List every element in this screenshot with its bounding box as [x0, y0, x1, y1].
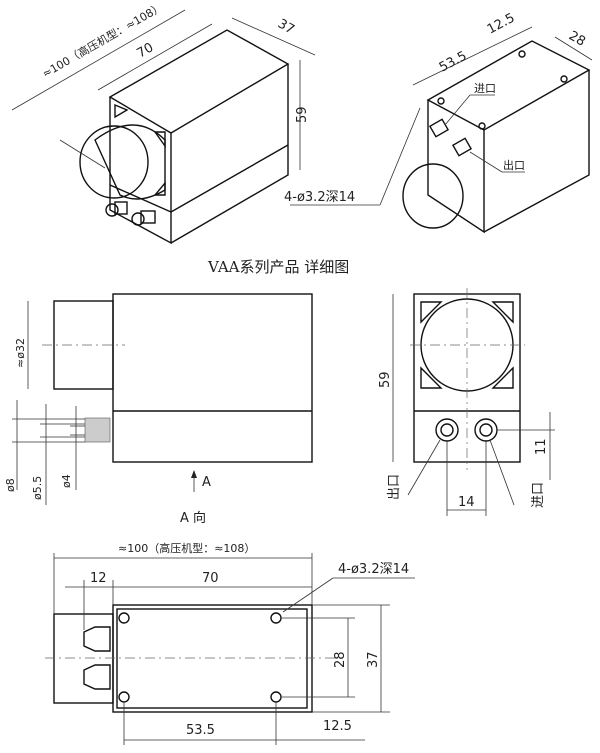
end-view: 59 14 11 出口 进口	[378, 288, 555, 516]
dim-fit-id: ø4	[60, 474, 73, 488]
label-inlet-end: 进口	[531, 482, 546, 508]
hole-spec-iso: 4-ø3.2深14	[284, 190, 355, 205]
dim-hole-offset-bottom: 12.5	[323, 719, 352, 734]
label-inlet: 进口	[474, 82, 496, 95]
dim-body-length: 70	[135, 40, 157, 61]
dim-port-height: 11	[534, 438, 549, 455]
view-arrow-a: A	[202, 475, 211, 490]
view-a-label: A 向	[180, 510, 206, 526]
dim-height: 59	[295, 106, 310, 123]
fitting-thread	[84, 417, 111, 443]
label-outlet-end: 出口	[387, 474, 402, 500]
dim-motor-offset: 12	[90, 571, 107, 586]
dim-width: 37	[275, 16, 297, 37]
dim-overall-length-bottom: ≈100（高压机型：≈108）	[118, 541, 255, 555]
drawing-title: VAA系列产品 详细图	[207, 258, 349, 276]
iso-view-left: ≈100（高压机型：≈108） 70 37 59	[11, 0, 316, 245]
dim-fit-od: ø8	[4, 478, 17, 492]
dim-width-bottom: 37	[366, 651, 381, 668]
dim-hole-span-long: 53.5	[437, 49, 470, 76]
hole-spec-bottom: 4-ø3.2深14	[338, 562, 409, 577]
dim-body-length-bottom: 70	[202, 571, 219, 586]
dim-hole-short-bottom: 28	[333, 651, 348, 668]
dim-hole-span-short: 28	[566, 28, 588, 49]
label-outlet: 出口	[503, 158, 525, 172]
dim-motor-dia: ≈ø32	[14, 338, 27, 368]
dim-hole-offset: 12.5	[485, 11, 518, 38]
dim-overall-length: ≈100（高压机型：≈108）	[40, 0, 166, 81]
bottom-view: ≈100（高压机型：≈108） 12 70 4-ø3.2深14 28 37 53…	[45, 541, 415, 745]
dim-port-pitch: 14	[458, 495, 475, 510]
dim-end-height: 59	[378, 371, 393, 388]
fitting-icon	[105, 201, 156, 226]
dim-fit-mid: ø5.5	[31, 476, 44, 500]
iso-view-right: 53.5 12.5 28 进口 出口 4-ø3.2深14	[284, 11, 593, 234]
side-view: ≈ø32 ø8 ø5.5 ø4 A A 向	[4, 293, 313, 526]
dim-hole-long-bottom: 53.5	[186, 723, 215, 738]
